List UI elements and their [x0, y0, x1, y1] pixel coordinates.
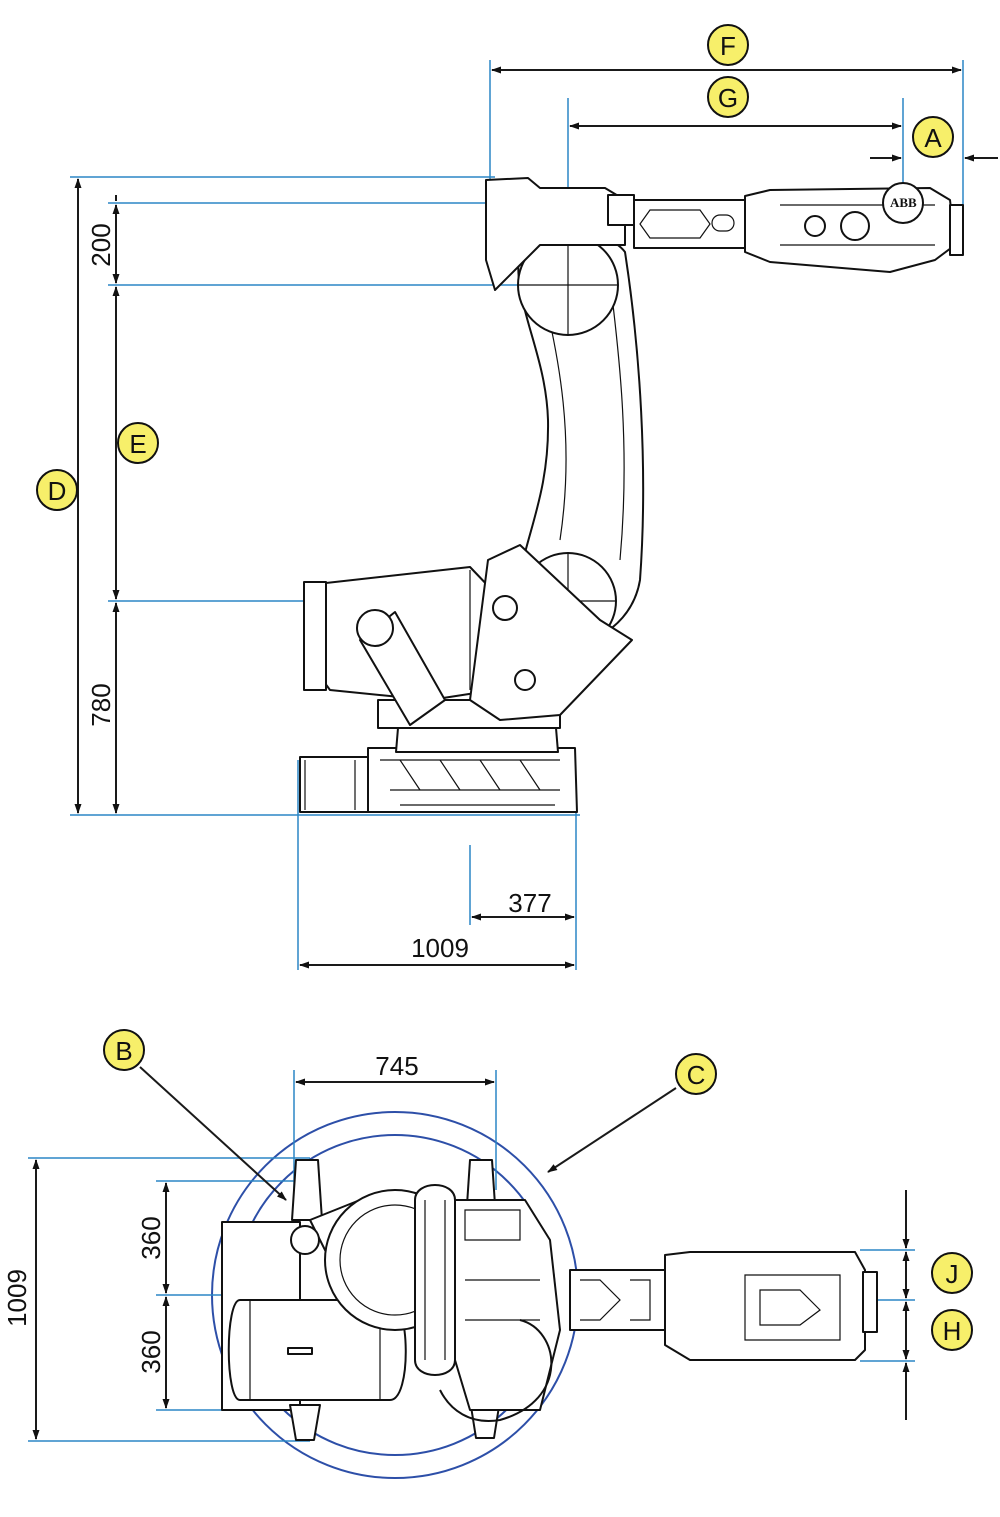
marker-F: F	[707, 24, 749, 66]
marker-B-label: B	[115, 1036, 132, 1066]
marker-A: A	[912, 116, 954, 158]
marker-J: J	[931, 1252, 973, 1294]
marker-B: B	[103, 1029, 145, 1071]
marker-D: D	[36, 469, 78, 511]
dim-1009-side: 1009	[411, 933, 469, 963]
dim-1009-top: 1009	[2, 1269, 32, 1327]
marker-D-label: D	[48, 476, 67, 506]
top-view: 745 1009 360 360	[2, 1029, 973, 1479]
robot-top-drawing	[221, 1159, 878, 1441]
dim-360-upper: 360	[136, 1216, 166, 1259]
dim-200: 200	[86, 223, 116, 266]
marker-C: C	[675, 1053, 717, 1095]
top-dimension-lines	[32, 1066, 910, 1440]
side-dimension-lines	[74, 66, 998, 969]
marker-H: H	[931, 1309, 973, 1351]
dim-780: 780	[86, 683, 116, 726]
side-view: 200 780 377 1009	[36, 24, 998, 970]
dim-745: 745	[375, 1051, 418, 1081]
dim-377: 377	[508, 888, 551, 918]
marker-F-label: F	[720, 31, 736, 61]
marker-A-label: A	[924, 123, 942, 153]
abb-logo: ABB	[890, 195, 917, 210]
marker-C-label: C	[687, 1060, 706, 1090]
marker-E-label: E	[129, 429, 146, 459]
marker-H-label: H	[943, 1316, 962, 1346]
dim-360-lower: 360	[136, 1330, 166, 1373]
marker-G: G	[707, 76, 749, 118]
marker-G-label: G	[718, 83, 738, 113]
marker-E: E	[117, 422, 159, 464]
robot-side-drawing: ABB	[299, 177, 964, 813]
marker-J-label: J	[946, 1259, 959, 1289]
